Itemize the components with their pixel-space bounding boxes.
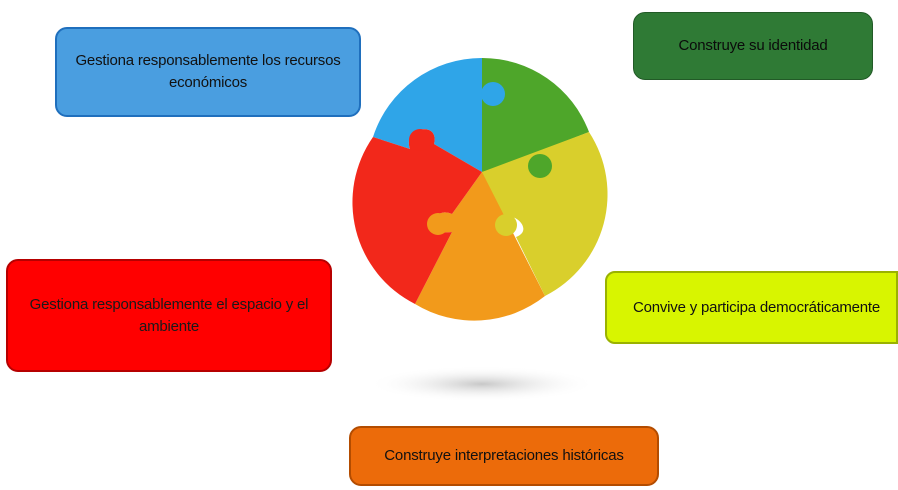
puzzle-knob	[528, 154, 552, 178]
card-recursos-economicos: Gestiona responsablemente los recursos e…	[55, 27, 361, 117]
puzzle-piece-blue	[373, 57, 482, 172]
puzzle-knob	[495, 214, 517, 236]
puzzle-piece-red	[352, 129, 482, 304]
puzzle-knob	[409, 129, 431, 151]
card-espacio-label: Gestiona responsablemente el espacio y e…	[29, 295, 309, 335]
card-identidad-label: Construye su identidad	[678, 37, 828, 54]
puzzle-piece-green	[482, 57, 589, 174]
puzzle-piece-yellow	[482, 132, 608, 296]
card-interpretaciones-historicas: Construye interpretaciones históricas	[349, 426, 659, 486]
puzzle-knob	[427, 213, 449, 235]
card-construye-identidad: Construye su identidad	[633, 12, 873, 80]
card-convive-participa: Convive y participa democráticamente	[605, 271, 898, 344]
card-recursos-label: Gestiona responsablemente los recursos e…	[75, 52, 341, 91]
puzzle-knob	[481, 82, 505, 106]
card-convive-label: Convive y participa democráticamente	[632, 298, 881, 316]
puzzle-shadow	[367, 366, 597, 402]
card-espacio-ambiente: Gestiona responsablemente el espacio y e…	[6, 259, 332, 372]
puzzle-piece-orange	[415, 172, 545, 321]
card-historicas-label: Construye interpretaciones históricas	[384, 447, 624, 464]
